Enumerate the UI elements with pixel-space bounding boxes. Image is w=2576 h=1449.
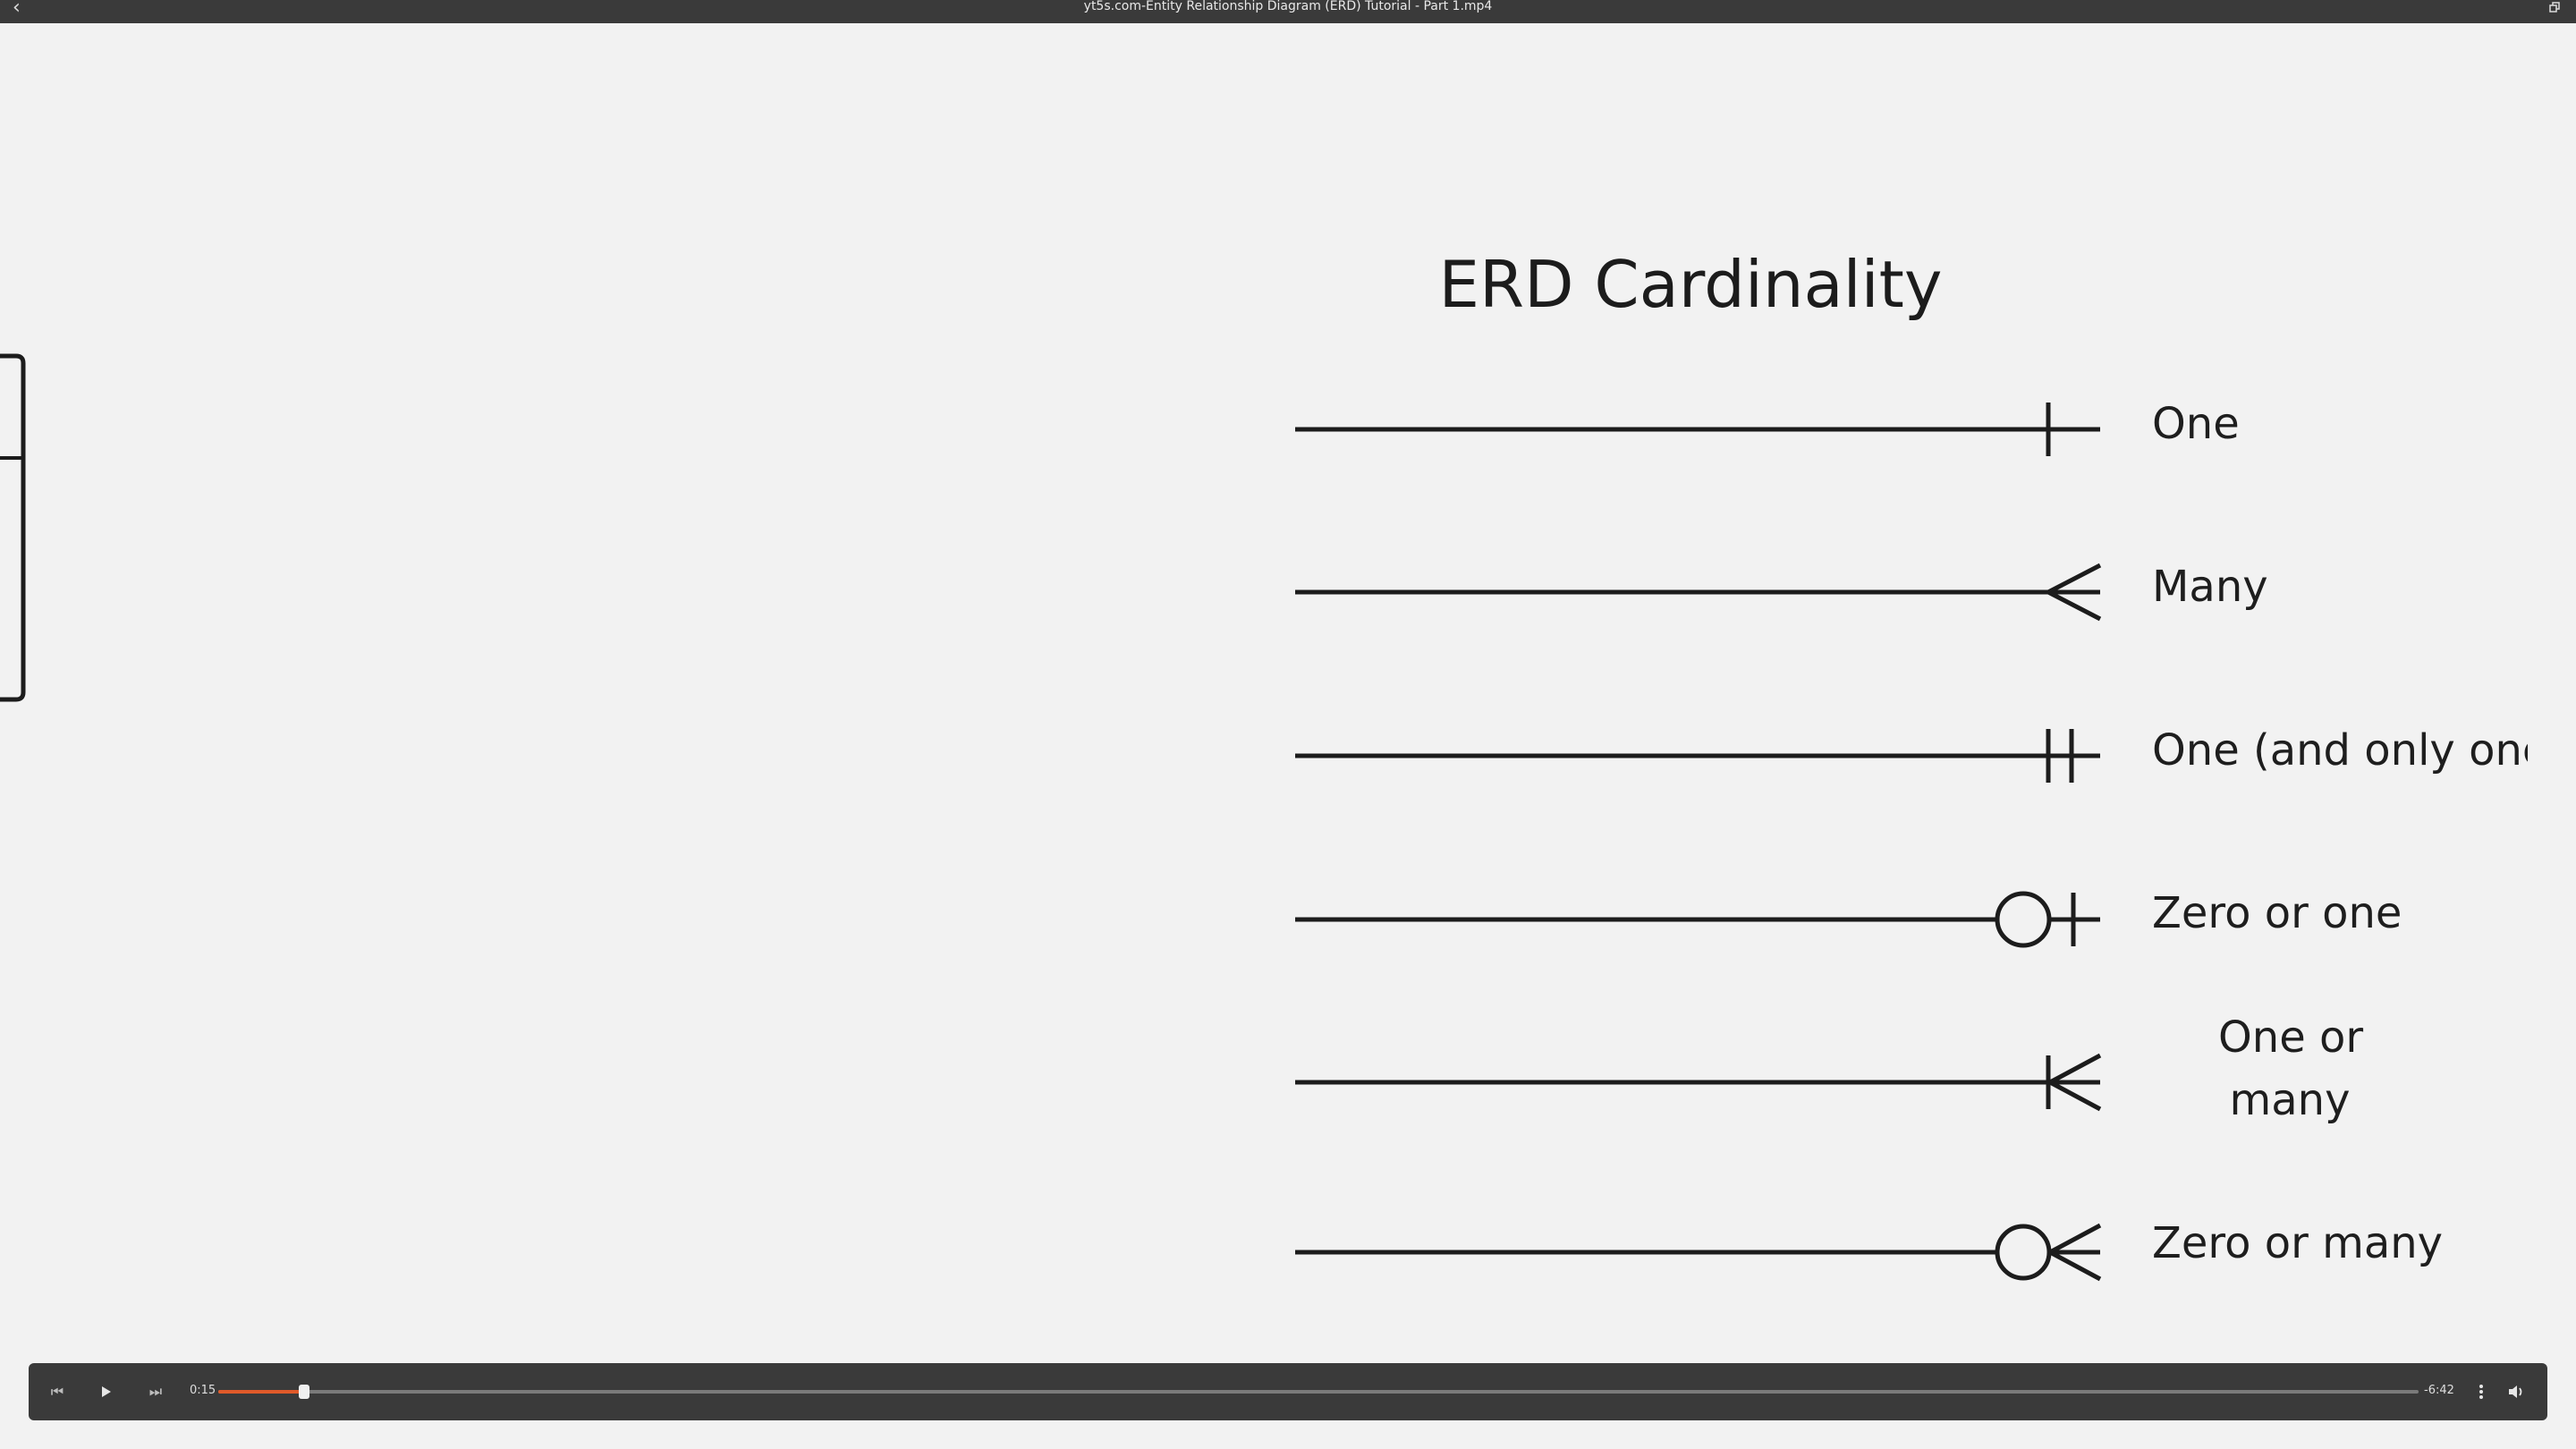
entity-box-partial	[0, 353, 26, 702]
volume-icon[interactable]	[2503, 1379, 2528, 1404]
seek-progress	[218, 1390, 304, 1394]
title-bar: ‹ yt5s.com-Entity Relationship Diagram (…	[0, 0, 2576, 23]
erd-slide-graphics	[0, 353, 2102, 1282]
symbol-one-or-many	[1295, 1053, 2102, 1112]
window-title: yt5s.com-Entity Relationship Diagram (ER…	[1083, 0, 1493, 13]
label-one-and-only-one: One (and only one	[2152, 725, 2528, 775]
skip-previous-icon[interactable]: ⏮	[50, 1383, 64, 1400]
label-one: One	[2152, 399, 2240, 449]
skip-next-icon[interactable]: ⏭	[148, 1383, 163, 1400]
slide-title: ERD Cardinality	[1438, 247, 1943, 322]
video-frame[interactable]: ERD Cardinality One Many One (and only o…	[0, 23, 2576, 1449]
label-zero-or-many: Zero or many	[2152, 1218, 2444, 1268]
elapsed-time: 0:15	[190, 1384, 216, 1397]
label-one-or-many-line2: many	[2229, 1075, 2351, 1125]
restore-window-icon[interactable]	[2549, 2, 2560, 13]
symbol-one-and-only-one	[1295, 729, 2100, 783]
symbol-many	[1295, 563, 2102, 622]
label-zero-or-one: Zero or one	[2152, 888, 2402, 938]
play-icon[interactable]	[93, 1379, 118, 1404]
seek-handle[interactable]	[298, 1385, 309, 1399]
seek-bar[interactable]	[218, 1385, 2419, 1399]
symbol-zero-or-many	[1295, 1223, 2102, 1282]
symbol-zero-or-one	[1295, 891, 2100, 948]
label-many: Many	[2152, 562, 2268, 612]
more-vertical-icon[interactable]	[2469, 1379, 2494, 1404]
chevron-left-icon[interactable]: ‹	[13, 0, 21, 19]
player-controls: ⏮ ⏭ 0:15 -6:42	[29, 1363, 2547, 1420]
label-one-or-many-line1: One or	[2218, 1013, 2364, 1063]
symbol-one	[1295, 402, 2100, 456]
remaining-time: -6:42	[2424, 1384, 2454, 1397]
